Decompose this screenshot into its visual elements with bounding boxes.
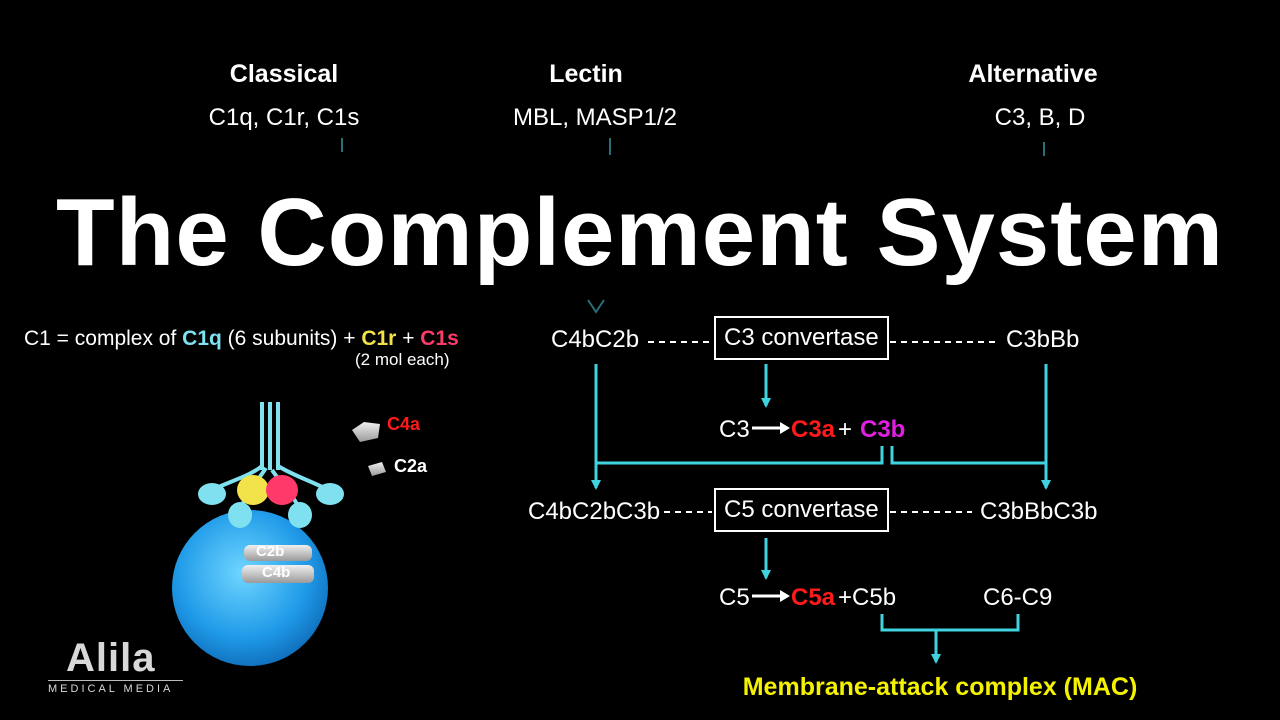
c1-note: (2 mol each) [355,350,450,369]
c1q-heads [198,483,344,528]
c5-convertase-classical: C4bC2bC3b [528,498,661,525]
logo-name: Alila [66,636,156,680]
logo-subtitle: MEDICAL MEDIA [48,683,174,695]
mac-label: Membrane-attack complex (MAC) [742,673,1138,701]
line-c3b-to-left [596,446,884,465]
c3b-product: C3b [860,416,906,443]
pathway-classical-name: Classical [229,60,339,88]
faint-arrow-lectin [587,299,605,314]
c2b-chip [244,545,312,561]
pathway-alternative-name: Alternative [968,60,1098,88]
c3a-product: C3a [791,416,836,443]
c1-middle: (6 subunits) + [221,327,362,350]
c1q-label: C1q [182,327,222,350]
c1-prefix: C1 = complex of [24,327,183,350]
pathway-alternative-components: C3, B, D [994,104,1086,131]
c3-substrate: C3 [719,416,750,443]
page-title: The Complement System [56,179,1224,286]
c3-plus: + [838,416,853,443]
pathway-lectin-name: Lectin [549,60,623,88]
c3-convertase-box: C3 convertase [714,316,889,360]
bracket-c5b-c6c9 [880,614,1020,632]
c1r-label: C1r [361,327,397,350]
c2a-label: C2a [394,456,428,476]
c3-convertase-alternative: C3bBb [1006,326,1080,353]
c2b-label: C2b [256,543,285,560]
c4a-fragment [352,422,380,442]
c4b-label: C4b [262,564,291,581]
c1s-label: C1s [420,327,459,350]
c5a-product: C5a [791,584,836,611]
cell [172,510,328,666]
late-components: C6-C9 [983,584,1053,611]
c1s-blob [266,475,298,505]
c5b-product: +C5b [838,584,897,611]
c5-substrate: C5 [719,584,750,611]
c1-plus: + [396,327,421,350]
logo-divider [48,680,183,681]
c3-convertase-classical: C4bC2b [551,326,640,353]
c2a-fragment [368,462,386,476]
pathway-classical-components: C1q, C1r, C1s [208,104,360,131]
line-c3b-to-right [890,446,1046,465]
c1r-blob [237,475,269,505]
c4b-chip [242,565,314,583]
c5-convertase-box: C5 convertase [714,488,889,532]
c5-convertase-alternative: C3bBbC3b [980,498,1098,525]
c4a-label: C4a [387,414,421,434]
c1-description: C1 = complex of C1q (6 subunits) + C1r +… [24,327,459,351]
pathway-lectin-components: MBL, MASP1/2 [512,104,678,131]
